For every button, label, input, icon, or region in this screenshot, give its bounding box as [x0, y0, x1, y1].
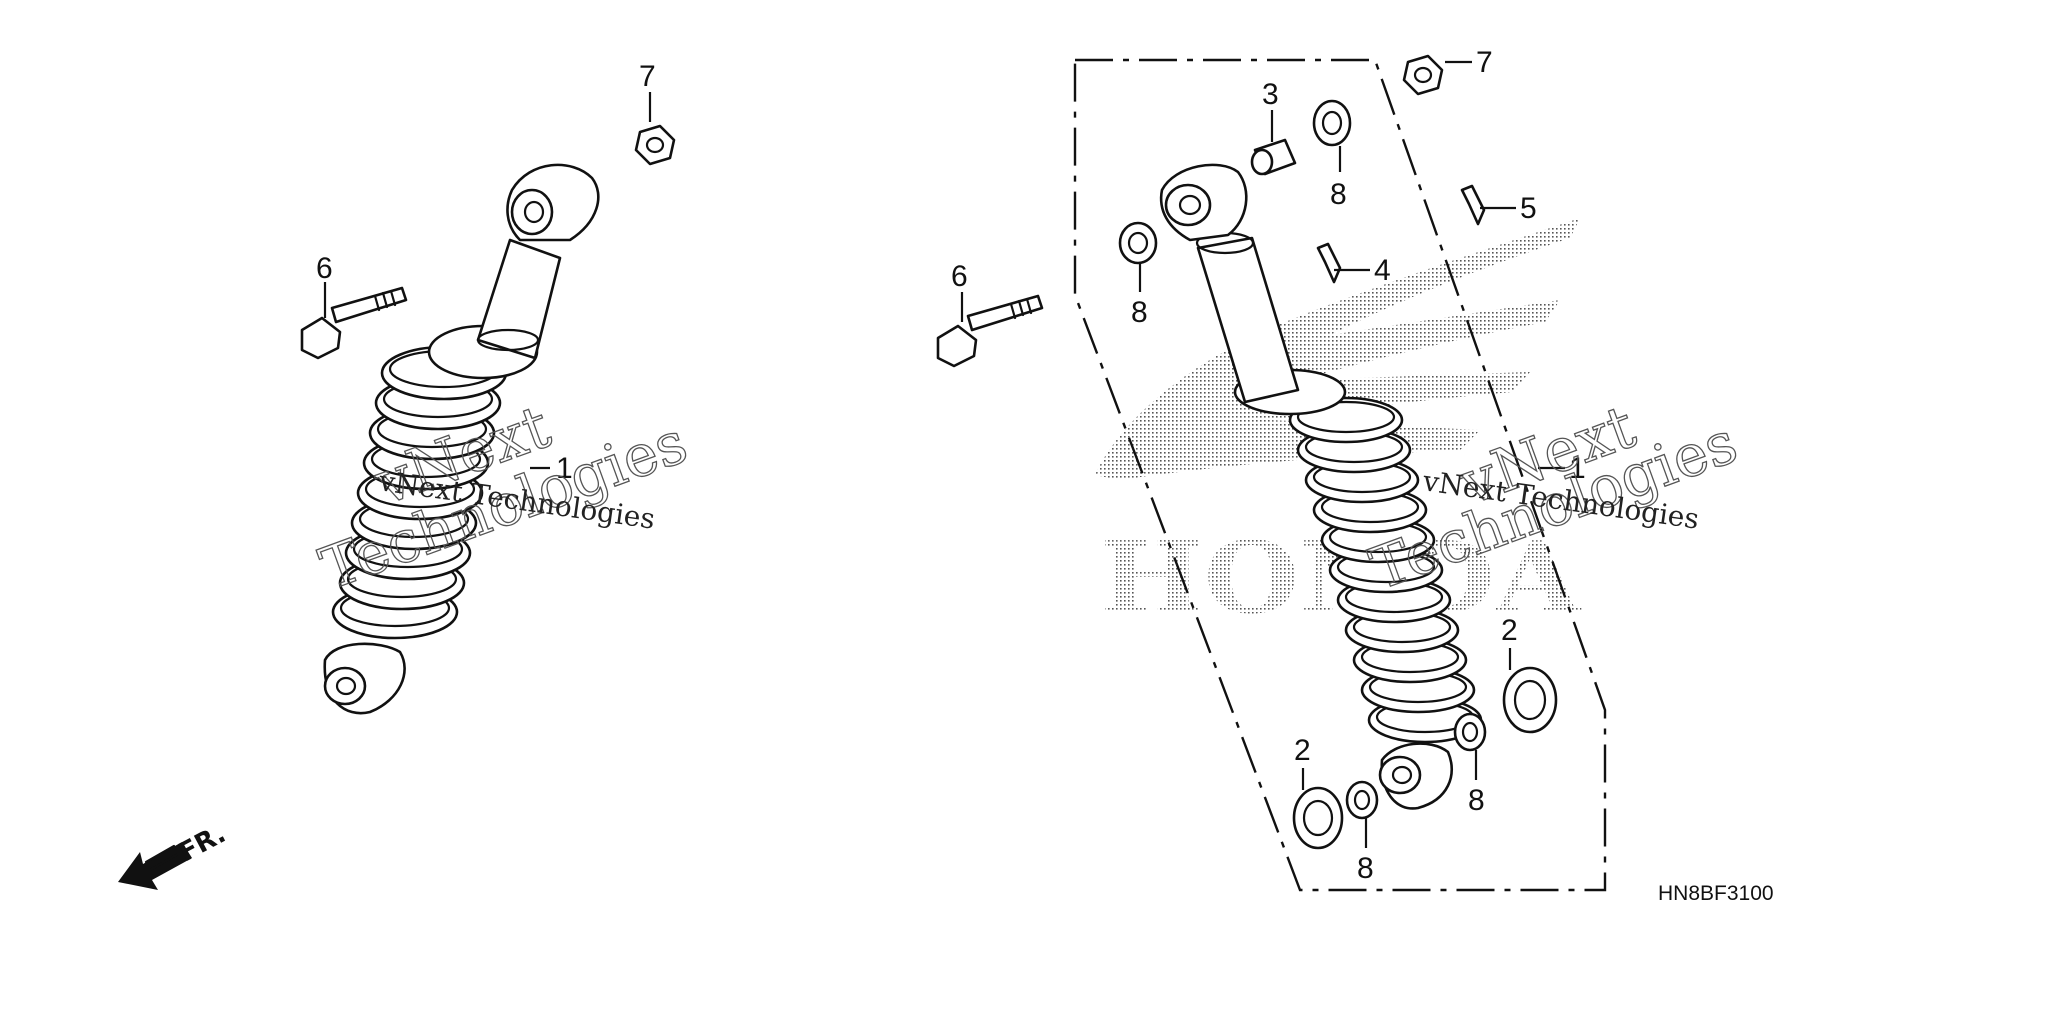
wing-logo-icon [1095, 218, 1580, 480]
left-shock-absorber [323, 163, 600, 715]
clip-b [1460, 184, 1486, 226]
right-nut [1402, 54, 1444, 96]
callout-right-bearing-lower-right: 8 [1468, 784, 1485, 817]
callout-right-bolt: 6 [951, 260, 968, 293]
callout-right-bearing-top: 8 [1330, 178, 1347, 211]
assembly-boundary [1073, 58, 1607, 892]
bearing-lower-right [1453, 712, 1487, 752]
callout-right-bearing-lower-left: 8 [1357, 852, 1374, 885]
callout-right-nut: 7 [1476, 46, 1493, 79]
bearing-lower-left [1345, 780, 1379, 820]
bearing-left [1118, 221, 1158, 265]
callout-right-bearing-left: 8 [1131, 296, 1148, 329]
seal-lower-left [1292, 786, 1344, 850]
callout-right-collar: 3 [1262, 78, 1279, 111]
seal-lower-right [1502, 666, 1558, 734]
callout-right-shock: 1 [1569, 452, 1586, 485]
callout-right-clip-b: 5 [1520, 192, 1537, 225]
callout-left-shock: 1 [556, 452, 573, 485]
left-bolt [300, 286, 408, 360]
callout-right-seal-lower-left: 2 [1294, 734, 1311, 767]
callout-left-bolt: 6 [316, 252, 333, 285]
left-nut [634, 124, 676, 166]
diagram-code: HN8BF3100 [1658, 882, 1774, 905]
front-direction: FR. [118, 819, 231, 890]
bearing-top [1312, 99, 1352, 147]
leader-lines [323, 60, 1565, 848]
right-bolt [936, 294, 1044, 368]
collar [1250, 138, 1297, 176]
clip-a [1316, 242, 1342, 284]
callout-left-nut: 7 [639, 60, 656, 93]
right-shock-absorber [1159, 163, 1483, 810]
callout-right-clip-a: 4 [1374, 254, 1391, 287]
callout-right-seal-lower-right: 2 [1501, 614, 1518, 647]
